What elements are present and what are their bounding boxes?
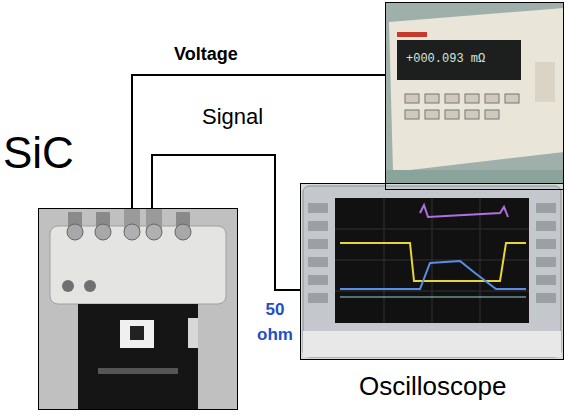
multimeter-box: +000.093 mΩ (385, 2, 564, 190)
node-heading: SiC (3, 129, 74, 177)
oscilloscope-photo (300, 183, 564, 360)
edge-label: Signal (200, 104, 265, 130)
oscilloscope-box: Oscilloscope (300, 183, 564, 360)
multimeter-photo (385, 2, 564, 190)
device-photo-box: SiC (38, 208, 238, 410)
node-heading: Oscilloscope (359, 372, 506, 401)
sic-fixture-photo (38, 208, 238, 410)
edge-label: Voltage (172, 44, 240, 65)
impedance-label: 50 ohm (246, 298, 304, 347)
node-heading: +000.093 mΩ (406, 53, 485, 66)
